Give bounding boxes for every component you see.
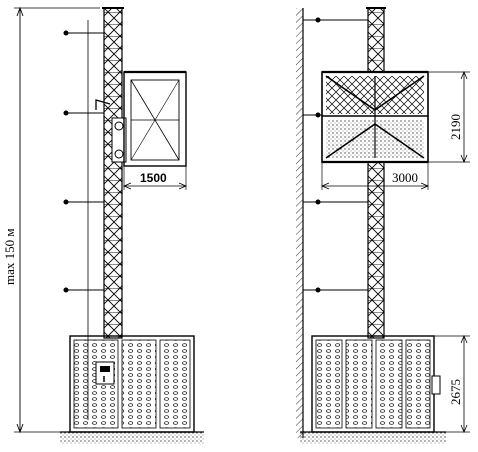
ground-left: [60, 431, 204, 444]
mast-left: [102, 7, 124, 339]
cabin-width-dimension-left: 1500: [122, 166, 188, 190]
cabin-right: [321, 70, 429, 164]
ground-enclosure-left: [69, 335, 195, 433]
right-view: 2190 3000 2675: [296, 7, 470, 444]
cabin-height-dimension-right: 2190: [428, 70, 470, 164]
cabin-left: [123, 70, 187, 167]
cabin-height-label-right: 2190: [448, 114, 463, 140]
ground-enclosure-right: [311, 335, 441, 433]
drive-unit-left: [111, 117, 127, 163]
enclosure-height-label: 2675: [448, 379, 463, 405]
max-height-label: max 150 м: [2, 228, 17, 285]
enclosure-height-dimension: 2675: [434, 334, 470, 434]
max-height-dimension: max 150 м: [2, 6, 100, 434]
left-view: max 150 м: [2, 6, 204, 444]
cabin-width-label-left: 1500: [140, 171, 167, 185]
cabin-width-dimension-right: 3000: [320, 162, 430, 190]
mast-right: [366, 7, 386, 339]
cable-guide-left: [95, 99, 111, 110]
ground-right: [300, 431, 446, 444]
cabin-width-label-right: 3000: [392, 170, 418, 185]
building-wall-right: [296, 8, 304, 438]
wall-ties-left: [63, 30, 104, 293]
